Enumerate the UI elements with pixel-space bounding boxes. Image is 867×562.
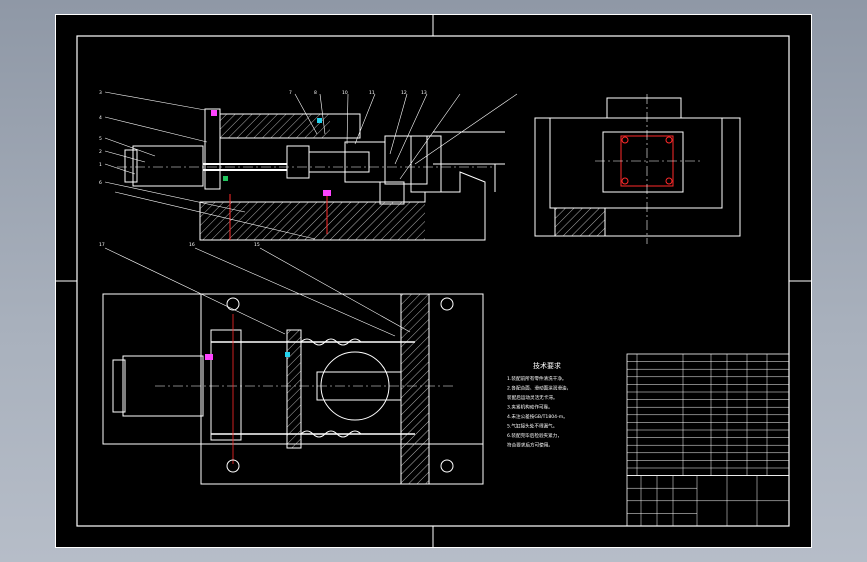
top-plate-left xyxy=(210,329,242,441)
side-view[interactable] xyxy=(534,94,741,244)
tech-req-line: 4.未注公差按GB/T1804-m。 xyxy=(507,413,568,420)
front-view[interactable] xyxy=(104,91,518,241)
tech-req-line: 6.装配完毕后检验夹紧力， xyxy=(507,432,562,439)
balloon-number: 5 xyxy=(99,136,102,142)
tech-req-lines: 1.装配前所有零件清洗干净。 2.各配合面、滑动面涂润滑油， 装配后运动灵活无卡滞… xyxy=(507,375,571,449)
side-hatch xyxy=(554,207,606,237)
base-hatch xyxy=(200,202,425,240)
title-block[interactable] xyxy=(626,475,790,527)
cylinder-body xyxy=(132,145,204,187)
bracket xyxy=(204,108,221,190)
top-view[interactable] xyxy=(102,247,484,485)
balloon-number: 7 xyxy=(289,90,292,96)
tech-req-line: 符合要求后方可使用。 xyxy=(507,442,553,449)
jaw-body xyxy=(308,151,370,173)
tech-req-line: 1.装配前所有零件清洗干净。 xyxy=(507,375,567,382)
slot-bottom-left xyxy=(226,459,240,473)
balloon-number: 12 xyxy=(401,90,407,96)
jaw-post xyxy=(379,181,405,205)
top-marker-cyan xyxy=(285,352,290,357)
leader-lines xyxy=(104,91,518,240)
slot-bottom-right xyxy=(440,459,454,473)
balloon-number: 15 xyxy=(254,242,260,248)
drawing-canvas[interactable]: 技术要求 1.装配前所有零件清洗干净。 2.各配合面、滑动面涂润滑油， 装配后运动… xyxy=(55,14,812,548)
bolt-hole-3 xyxy=(621,177,629,185)
marker-green xyxy=(223,176,228,181)
top-plate-mid xyxy=(286,329,302,449)
tech-req-title: 技术要求 xyxy=(533,361,561,370)
balloon-number: 1 xyxy=(99,162,102,168)
top-cylinder xyxy=(122,355,204,417)
jaw-right xyxy=(384,135,428,185)
top-plate-right xyxy=(400,293,430,485)
balloon-number: 2 xyxy=(99,149,102,155)
balloon-number: 8 xyxy=(314,90,317,96)
balloon-number: 17 xyxy=(99,242,105,248)
parts-list[interactable] xyxy=(626,353,790,476)
spring-1 xyxy=(300,338,362,346)
drawing-frame xyxy=(55,14,812,548)
cad-drawing: 技术要求 1.装配前所有零件清洗干净。 2.各配合面、滑动面涂润滑油， 装配后运动… xyxy=(55,14,812,548)
bolt-hole-2 xyxy=(665,136,673,144)
top-marker-magenta xyxy=(205,354,213,360)
marker-cyan xyxy=(317,118,322,123)
cylinder-cap xyxy=(124,149,138,183)
bolt-hole-4 xyxy=(665,177,673,185)
balloon-number: 16 xyxy=(189,242,195,248)
balloon-number: 13 xyxy=(421,90,427,96)
tech-req-line: 装配后运动灵活无卡滞。 xyxy=(507,394,558,401)
marker-magenta xyxy=(211,110,217,116)
tech-req-line: 3.夹紧机构动作可靠。 xyxy=(507,404,553,411)
side-window xyxy=(602,131,684,193)
top-cylinder-cap xyxy=(112,359,126,413)
slot-top-left xyxy=(226,297,240,311)
tech-requirements: 技术要求 1.装配前所有零件清洗干净。 2.各配合面、滑动面涂润滑油， 装配后运动… xyxy=(507,361,571,449)
jaw-head xyxy=(344,141,386,183)
top-leader-lines xyxy=(104,247,411,337)
bolt-hole-1 xyxy=(621,136,629,144)
top-base xyxy=(200,293,484,485)
inner-border xyxy=(76,35,790,527)
slot-top-right xyxy=(440,297,454,311)
tech-req-line: 2.各配合面、滑动面涂润滑油， xyxy=(507,385,571,392)
screw-head xyxy=(323,190,331,196)
side-top-block xyxy=(606,97,682,119)
balloon-number: 10 xyxy=(342,90,348,96)
balloon-number: 6 xyxy=(99,180,102,186)
balloon-number: 4 xyxy=(99,115,102,121)
balloon-number: 3 xyxy=(99,90,102,96)
spring-2 xyxy=(300,430,362,438)
outer-border xyxy=(55,14,812,548)
jaw-left xyxy=(286,145,310,179)
tech-req-line: 5.气缸接头处不得漏气。 xyxy=(507,423,557,430)
balloon-number: 11 xyxy=(369,90,375,96)
upper-slide-hatch xyxy=(220,114,330,138)
